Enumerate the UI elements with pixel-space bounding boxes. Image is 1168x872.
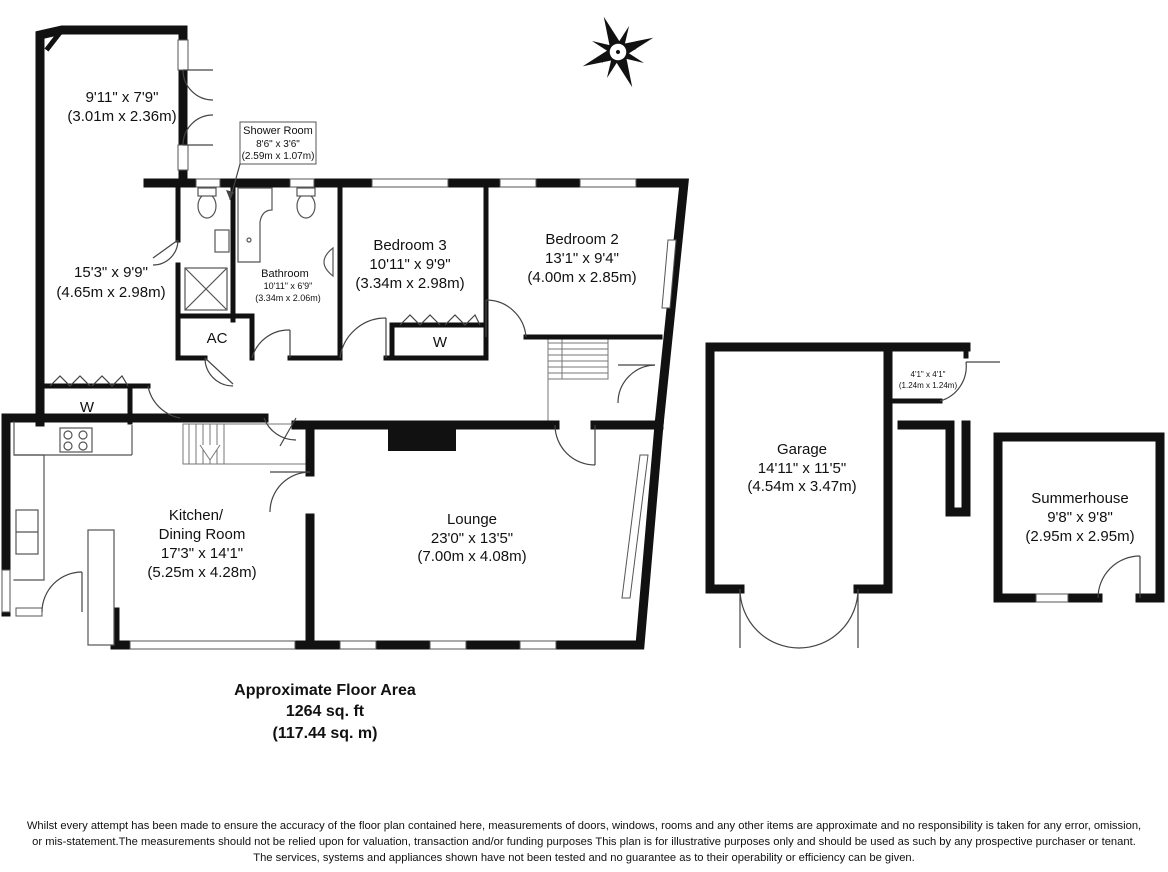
svg-text:23'0" x 13'5": 23'0" x 13'5" (431, 530, 513, 547)
svg-text:Bedroom 2: Bedroom 2 (545, 231, 618, 248)
svg-text:(117.44 sq. m): (117.44 sq. m) (273, 725, 378, 742)
room-label-store: 4'1" x 4'1" (1.24m x 1.24m) (899, 370, 958, 390)
svg-text:(3.01m x 2.36m): (3.01m x 2.36m) (67, 108, 176, 125)
windows (1, 39, 677, 650)
svg-text:9'11" x 7'9": 9'11" x 7'9" (86, 89, 159, 106)
room-label-summerhouse: Summerhouse 9'8" x 9'8" (2.95m x 2.95m) (1025, 490, 1134, 545)
room-label-porch: 9'11" x 7'9" (3.01m x 2.36m) (67, 89, 176, 125)
room-label-lounge: Lounge 23'0" x 13'5" (7.00m x 4.08m) (417, 511, 526, 565)
svg-text:Shower Room: Shower Room (243, 125, 313, 137)
svg-text:15'3" x 9'9": 15'3" x 9'9" (74, 264, 148, 281)
svg-text:(3.34m x 2.98m): (3.34m x 2.98m) (355, 275, 464, 292)
svg-text:17'3" x 14'1": 17'3" x 14'1" (161, 545, 243, 562)
disclaimer-line-1: Whilst every attempt has been made to en… (26, 820, 1142, 832)
svg-text:(2.59m x 1.07m): (2.59m x 1.07m) (242, 151, 315, 162)
svg-text:Approximate Floor Area: Approximate Floor Area (234, 682, 416, 699)
room-label-kitchen: Kitchen/ Dining Room 17'3" x 14'1" (5.25… (147, 507, 256, 581)
svg-text:Summerhouse: Summerhouse (1031, 490, 1129, 507)
room-label-bedroom-2: Bedroom 2 13'1" x 9'4" (4.00m x 2.85m) (527, 231, 636, 286)
svg-text:(4.65m x 2.98m): (4.65m x 2.98m) (56, 284, 165, 301)
svg-text:13'1" x 9'4": 13'1" x 9'4" (545, 250, 619, 267)
cupboard-label-w-hall: W (80, 399, 95, 416)
svg-text:10'11" x 6'9": 10'11" x 6'9" (264, 281, 313, 291)
room-label-shower-room: Shower Room 8'6" x 3'6" (2.59m x 1.07m) (226, 121, 317, 201)
compass-label-w: W (618, 61, 631, 75)
room-label-bathroom: Bathroom 10'11" x 6'9" (3.34m x 2.06m) (255, 268, 321, 303)
svg-text:(3.34m x 2.06m): (3.34m x 2.06m) (255, 293, 321, 303)
compass-label-s: S (628, 41, 639, 54)
svg-text:Garage: Garage (777, 441, 827, 458)
cupboard-label-ac: AC (207, 330, 228, 347)
disclaimer-line-2: or mis-statement.The measurements should… (32, 836, 1136, 848)
svg-text:Lounge: Lounge (447, 511, 497, 528)
compass-label-n: N (598, 53, 609, 66)
room-label-hall-room: 15'3" x 9'9" (4.65m x 2.98m) (56, 264, 165, 301)
svg-text:(1.24m x 1.24m): (1.24m x 1.24m) (899, 381, 958, 390)
svg-text:Dining Room: Dining Room (159, 526, 246, 543)
compass-label-e: E (607, 31, 618, 44)
cupboard-label-w-bedroom3: W (433, 334, 448, 351)
floor-area-summary: Approximate Floor Area 1264 sq. ft (117.… (234, 682, 416, 742)
summerhouse-walls (993, 432, 1165, 603)
svg-text:Bathroom: Bathroom (261, 268, 309, 280)
room-label-garage: Garage 14'11" x 11'5" (4.54m x 3.47m) (747, 441, 856, 495)
svg-text:Bedroom 3: Bedroom 3 (373, 237, 446, 254)
svg-text:(4.54m x 3.47m): (4.54m x 3.47m) (747, 478, 856, 495)
disclaimer-line-3: The services, systems and appliances sho… (253, 852, 915, 864)
compass-rose: N E S W (582, 16, 654, 88)
doors (41, 69, 656, 613)
staircase-upper (547, 336, 609, 425)
disclaimer: Whilst every attempt has been made to en… (0, 818, 1168, 866)
svg-text:10'11" x 9'9": 10'11" x 9'9" (369, 256, 450, 273)
kitchen-fixtures (13, 421, 133, 646)
staircase-lower (182, 423, 308, 465)
svg-text:14'11" x 11'5": 14'11" x 11'5" (758, 460, 846, 477)
svg-text:9'8" x 9'8": 9'8" x 9'8" (1047, 509, 1113, 526)
garage-walls (705, 342, 1000, 649)
svg-text:(2.95m x 2.95m): (2.95m x 2.95m) (1025, 528, 1134, 545)
svg-text:Kitchen/: Kitchen/ (169, 507, 224, 524)
svg-text:1264 sq. ft: 1264 sq. ft (286, 703, 365, 720)
bathroom-fixtures (184, 187, 334, 311)
svg-text:(4.00m x 2.85m): (4.00m x 2.85m) (527, 269, 636, 286)
svg-text:(5.25m x 4.28m): (5.25m x 4.28m) (147, 564, 256, 581)
room-label-bedroom-3: Bedroom 3 10'11" x 9'9" (3.34m x 2.98m) (355, 237, 464, 292)
svg-text:4'1" x 4'1": 4'1" x 4'1" (911, 370, 946, 379)
svg-text:(7.00m x 4.08m): (7.00m x 4.08m) (417, 548, 526, 565)
svg-text:8'6" x 3'6": 8'6" x 3'6" (256, 139, 300, 150)
